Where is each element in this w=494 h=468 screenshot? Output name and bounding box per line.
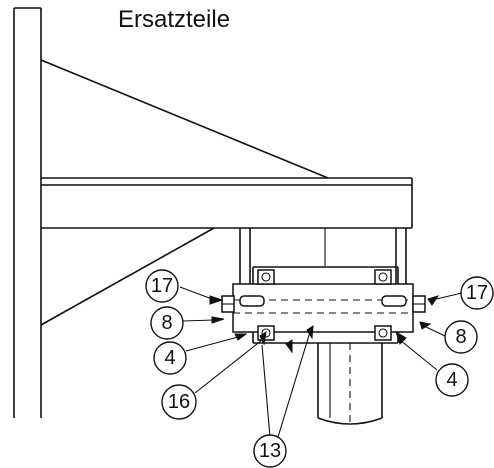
callout-label: 16 bbox=[168, 391, 190, 413]
leader-lines bbox=[179, 286, 463, 438]
diagram-title: Ersatzteile bbox=[118, 6, 230, 33]
arrowhead-13-a bbox=[285, 339, 293, 354]
roller bbox=[317, 343, 383, 425]
callout-17-left: 17 bbox=[145, 269, 179, 303]
side-plates bbox=[239, 228, 407, 285]
axle bbox=[233, 295, 413, 314]
bearing-block bbox=[232, 266, 414, 344]
callout-label: 8 bbox=[455, 326, 466, 348]
arrowhead-17-right bbox=[427, 295, 440, 306]
callout-4-right: 4 bbox=[435, 363, 469, 397]
callout-label: 4 bbox=[446, 369, 457, 391]
bearing-lower-right bbox=[374, 325, 392, 341]
upper-brace bbox=[40, 59, 329, 179]
bolt-left bbox=[221, 295, 235, 313]
bolt-right bbox=[412, 295, 426, 313]
callout-label: 13 bbox=[259, 440, 281, 462]
bearing-upper-right bbox=[374, 269, 392, 285]
callout-label: 17 bbox=[151, 275, 173, 297]
callout-4-left: 4 bbox=[153, 341, 187, 375]
callout-8-left: 8 bbox=[150, 306, 184, 340]
vertical-column bbox=[13, 7, 42, 418]
callout-label: 8 bbox=[161, 312, 172, 334]
callout-8-right: 8 bbox=[444, 320, 478, 354]
callout-label: 17 bbox=[466, 282, 488, 304]
lower-brace bbox=[40, 227, 215, 326]
callout-13: 13 bbox=[253, 434, 287, 468]
callout-16: 16 bbox=[161, 384, 197, 420]
bearing-upper-left bbox=[257, 269, 275, 285]
callout-17-right: 17 bbox=[460, 276, 494, 310]
arrowhead-17-left bbox=[209, 295, 224, 305]
callout-label: 4 bbox=[164, 347, 175, 369]
horizontal-beam bbox=[41, 177, 413, 229]
arrowhead-4-right bbox=[395, 330, 407, 345]
